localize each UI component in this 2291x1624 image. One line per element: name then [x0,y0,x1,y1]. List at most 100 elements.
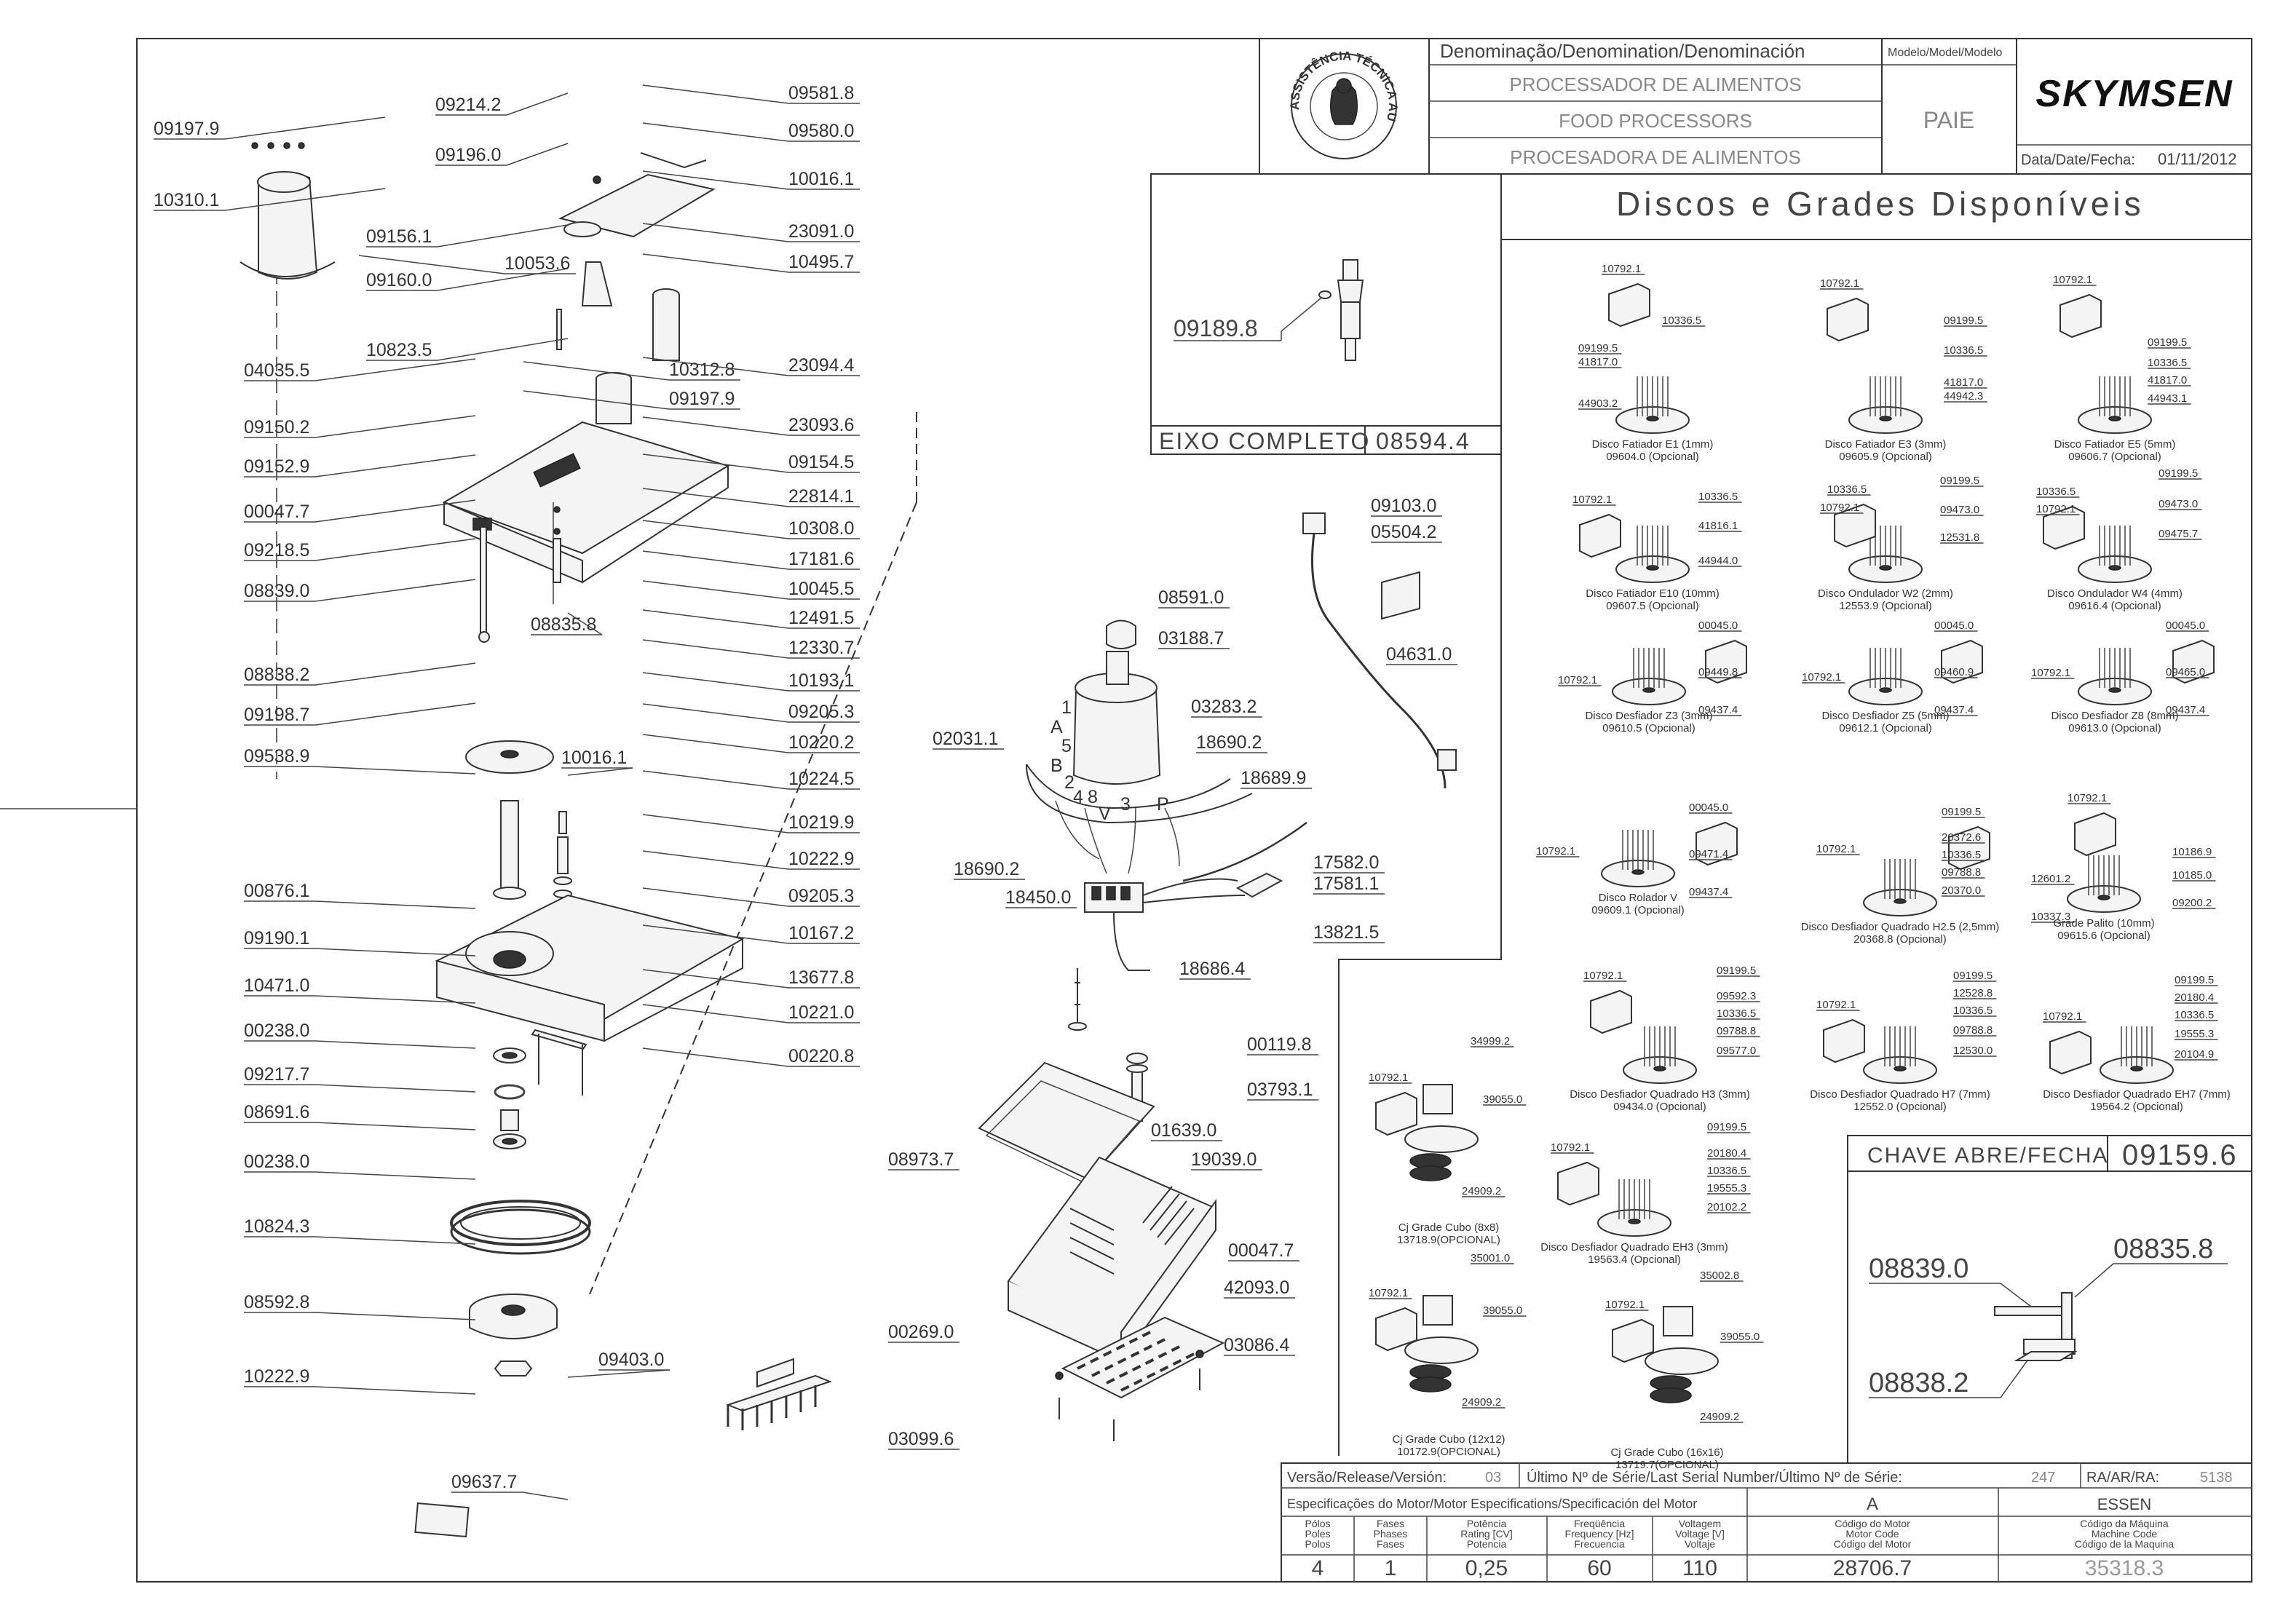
spec-header: Potência [1467,1518,1507,1529]
part-number-label: 09196.0 [435,145,501,165]
part-number-label: 19039.0 [1191,1149,1257,1170]
leader-line [314,948,476,956]
left-assembly-parts [240,142,832,1538]
disc-part-label: 20370.0 [1942,884,1981,897]
leader-line [314,358,476,381]
spec-value: 60 [1587,1556,1611,1580]
disc-item: 10792.109199.510336.541817.044943.1Disco… [2053,274,2191,463]
part-number-label: 10471.0 [244,975,309,996]
leader-line [224,188,386,211]
part-number-label: 08839.0 [244,581,309,601]
motor-spec-label: Especificações do Motor/Motor Especifica… [1287,1497,1697,1511]
leader-line [642,223,789,242]
disc-part-label: 20372.6 [1942,831,1981,844]
spec-header: Código da Máquina [2080,1518,2169,1529]
cubo-grid [1423,1295,1453,1326]
disc-hub [1879,687,1892,693]
leader-line [642,488,789,507]
cubo-grid [1423,1084,1453,1114]
leader-line [642,253,789,273]
leader-line [642,850,789,870]
wire-letter: 8 [1088,787,1098,807]
disc-part-label: 41816.1 [1698,520,1738,532]
disc-part-label: 10336.5 [1662,314,1701,327]
part-number-label: 09197.9 [154,119,219,139]
leader-line [314,1236,476,1245]
leader-line [314,995,476,1004]
disc-part-label: 09788.8 [1717,1025,1756,1037]
disc-name: Disco Desfiador Quadrado EH3 (3mm) [1540,1241,1728,1253]
leader-line [437,338,569,361]
sheet-border [136,38,2252,1583]
wire-letter: P [1157,794,1169,815]
spec-value: 110 [1682,1556,1717,1580]
disc-hub [1894,898,1907,904]
leader-line [314,662,476,686]
disc-hub [1879,416,1892,421]
right-callout-labels: 09581.809580.010016.110053.623091.010495… [358,83,860,1067]
ejector-block [1612,1318,1654,1363]
disc-part-label: 10336.5 [2036,486,2076,498]
disc-part-label: 10792.1 [2053,274,2092,286]
disc-name: Disco Fatiador E10 (10mm) [1586,587,1719,600]
leader-line [642,520,789,539]
disc-part-label: 00045.0 [1689,801,1728,814]
disc-part-label: 10185.0 [2172,869,2212,882]
part-number-label: 03099.6 [888,1429,954,1449]
disc-part-label: 10792.1 [1572,494,1612,506]
disc-part-label: 20102.2 [1707,1201,1746,1213]
part-number-label: 42093.0 [1224,1278,1289,1298]
spec-value: 28706.7 [1833,1556,1912,1580]
cubo-ring [1409,1165,1452,1181]
leader-line [314,1084,476,1093]
part-number-label: 09538.9 [244,746,309,767]
part-number-label: 10221.0 [788,1002,854,1023]
disc-part-label: 09592.3 [1717,990,1756,1002]
part-number-label: 10016.1 [561,748,627,768]
disc-name: Disco Ondulador W2 (2mm) [1818,587,1953,600]
eixo-part-label: 09189.8 [1174,315,1258,341]
disc-part-label: 10792.1 [1583,970,1623,982]
ejector-block [1823,1018,1865,1063]
disc-part-label: 44944.0 [1698,555,1738,567]
disc-part-label: 09199.5 [1717,965,1756,977]
disc-code: 19564.2 (Opcional) [2090,1101,2183,1113]
leader-line [437,268,569,291]
disc-part-label: 09199.5 [2159,467,2198,480]
ejector-block [2059,293,2102,338]
disc-part-label: 09473.0 [1940,504,1979,516]
disc-name: Disco Desfiador Z3 (3mm) [1585,710,1712,722]
leader-line [314,538,476,561]
leader-line [314,1122,476,1130]
disc-part-label: 10792.1 [1820,502,1859,514]
spec-header: Fases [1377,1538,1404,1550]
disc-part-label: 09437.4 [1934,704,1974,716]
model-value: PAIE [1923,107,1975,133]
disc-code: 09606.7 (Opcional) [2068,451,2161,463]
part-number-label: 18690.2 [954,859,1019,879]
cubo-ring [1650,1387,1692,1403]
cubo-part-label: 10792.1 [1605,1299,1645,1311]
disc-hub [2108,687,2121,693]
name-es: PROCESADORA DE ALIMENTOS [1510,146,1801,168]
chave-code: 09159.6 [2122,1139,2238,1171]
part-number-label: 03793.1 [1247,1080,1313,1100]
leader-line [314,702,476,726]
disc-part-label: 20180.4 [1707,1147,1746,1160]
leader-line [642,770,789,790]
disc-part-label: 10792.1 [1816,843,1856,855]
disc-part-label: 10336.5 [2175,1009,2214,1021]
spec-header: Poles [1305,1528,1330,1540]
leader-line [642,84,789,104]
cubo-part-label: 39055.0 [1720,1331,1760,1343]
part-number-label: 09218.5 [244,540,309,561]
disc-hub [1879,565,1892,571]
part-number-label: 10222.9 [788,849,854,869]
leader-line [506,143,569,166]
part-number-label: 09190.1 [244,928,309,948]
ejector-block [1941,639,1983,684]
part-number-label: 10167.2 [788,923,854,943]
disc-hub [1642,687,1655,693]
